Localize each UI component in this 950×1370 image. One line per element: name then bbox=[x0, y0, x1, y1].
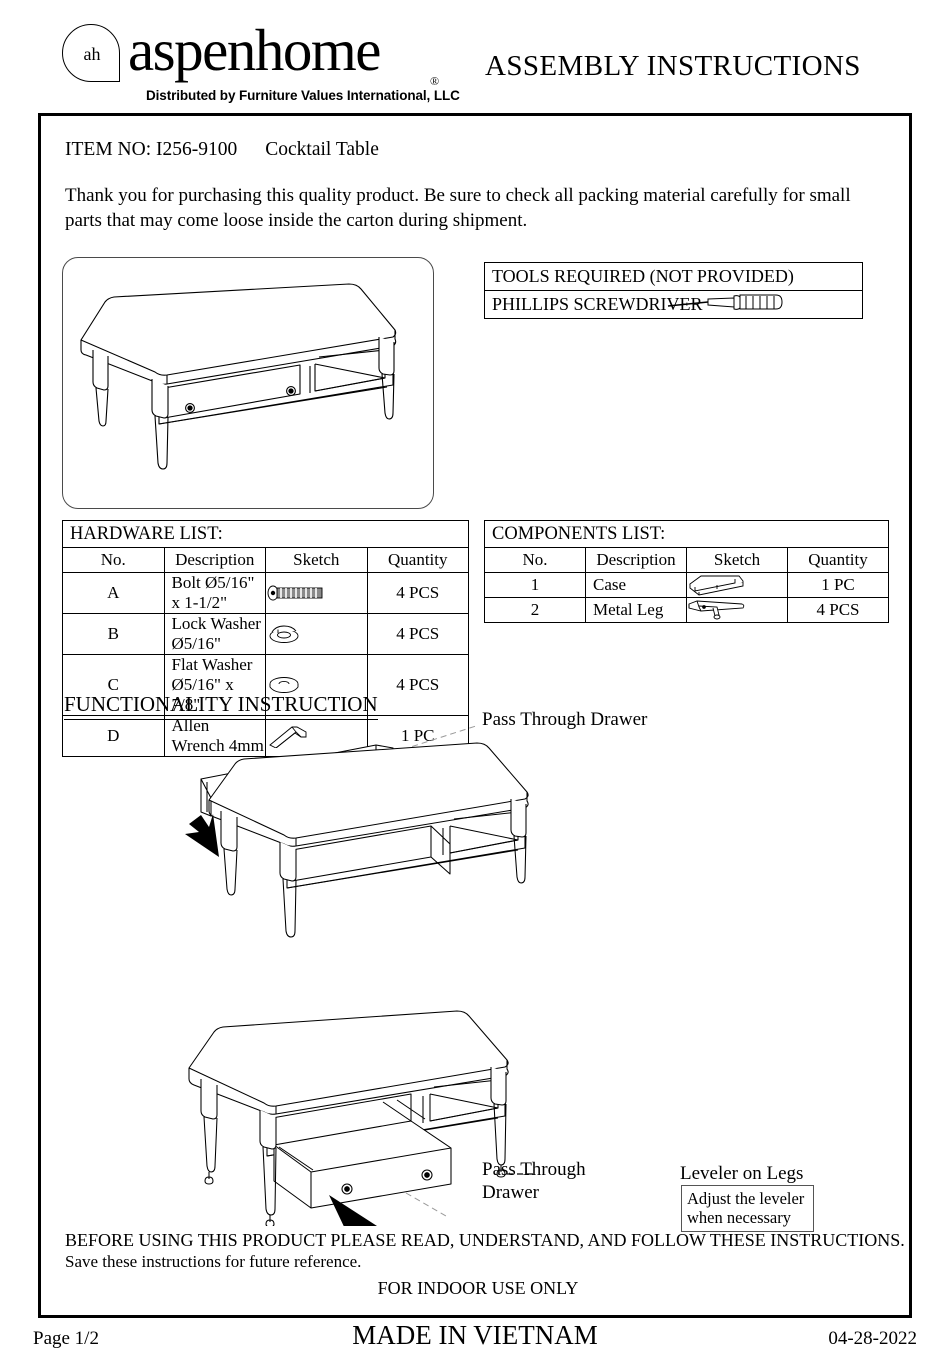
instruction-sheet: ITEM NO: I256-9100 Cocktail Table Thank y… bbox=[38, 113, 912, 1318]
table-header-row: No. Description Sketch Quantity bbox=[62, 547, 469, 573]
case-icon bbox=[689, 575, 744, 596]
col-sketch: Sketch bbox=[686, 547, 788, 573]
logo-mark-label: ah bbox=[83, 44, 101, 64]
allen-wrench-icon bbox=[269, 726, 307, 748]
leveler-note-box: Adjust the leveler when necessary bbox=[681, 1185, 814, 1232]
col-sketch: Sketch bbox=[265, 547, 368, 573]
revision-date: 04-28-2022 bbox=[828, 1328, 917, 1349]
row-description: Allen Wrench 4mm bbox=[163, 715, 266, 757]
screwdriver-icon bbox=[667, 294, 783, 310]
registered-trademark-icon: ® bbox=[430, 74, 440, 88]
table-row: D Allen Wrench 4mm 1 PC bbox=[62, 715, 469, 757]
callout-line-2: Drawer bbox=[482, 1182, 539, 1203]
row-description: Bolt Ø5/16" x 1-1/2" bbox=[163, 572, 266, 614]
table-row: C Flat Washer Ø5/16" x 7/8" 4 PCS bbox=[62, 654, 469, 716]
row-quantity: 4 PCS bbox=[787, 597, 889, 623]
row-sketch bbox=[686, 597, 788, 623]
row-quantity: 4 PCS bbox=[366, 654, 469, 716]
row-no: C bbox=[62, 654, 165, 716]
product-illustration-frame bbox=[62, 257, 434, 509]
item-number: ITEM NO: I256-9100 bbox=[65, 139, 238, 160]
row-no: 2 bbox=[484, 597, 586, 623]
components-list-title: COMPONENTS LIST: bbox=[484, 520, 889, 548]
row-sketch bbox=[265, 654, 368, 716]
components-list-table: COMPONENTS LIST: No. Description Sketch … bbox=[484, 520, 889, 623]
row-quantity: 4 PCS bbox=[366, 613, 469, 655]
hardware-list-title: HARDWARE LIST: bbox=[62, 520, 469, 548]
functionality-heading: FUNCTIONALITY INSTRUCTION bbox=[64, 692, 378, 720]
brand-logo: ah aspenhome ® Distributed by Furniture … bbox=[62, 17, 462, 104]
item-info: ITEM NO: I256-9100 Cocktail Table bbox=[65, 139, 379, 161]
row-quantity: 1 PC bbox=[787, 572, 889, 598]
leveler-note-line-1: Adjust the leveler bbox=[687, 1189, 805, 1208]
bolt-icon bbox=[267, 585, 323, 601]
callout-pass-through-drawer-bottom: Pass Through Drawer bbox=[482, 1158, 586, 1204]
row-no: 1 bbox=[484, 572, 586, 598]
row-description: Flat Washer Ø5/16" x 7/8" bbox=[163, 654, 266, 716]
page-number: Page 1/2 bbox=[33, 1328, 99, 1349]
row-description: Lock Washer Ø5/16" bbox=[163, 613, 266, 655]
table-row: B Lock Washer Ø5/16" 4 PCS bbox=[62, 613, 469, 655]
lock-washer-icon bbox=[269, 625, 299, 643]
row-sketch bbox=[686, 572, 788, 598]
document-title: ASSEMBLY INSTRUCTIONS bbox=[485, 50, 861, 82]
row-no: B bbox=[62, 613, 165, 655]
table-title-row: COMPONENTS LIST: bbox=[484, 520, 889, 548]
flat-washer-icon bbox=[269, 677, 299, 693]
callout-line-1: Pass Through bbox=[482, 1159, 586, 1180]
tools-required-item: PHILLIPS SCREWDRIVER bbox=[485, 291, 862, 318]
tool-label: PHILLIPS SCREWDRIVER bbox=[492, 294, 703, 314]
row-no: D bbox=[62, 715, 165, 757]
row-description: Metal Leg bbox=[585, 597, 687, 623]
hardware-list-table: HARDWARE LIST: No. Description Sketch Qu… bbox=[62, 520, 469, 757]
table-row: 1 Case 1 PC bbox=[484, 572, 889, 598]
leveler-note-line-2: when necessary bbox=[687, 1208, 791, 1227]
brand-tagline: Distributed by Furniture Values Internat… bbox=[146, 88, 460, 103]
table-row: A Bolt Ø5/16" x 1-1/2" 4 PCS bbox=[62, 572, 469, 614]
functionality-diagram-bottom bbox=[188, 1010, 533, 1226]
table-header-row: No. Description Sketch Quantity bbox=[484, 547, 889, 573]
row-no: A bbox=[62, 572, 165, 614]
notice-indoor-use: FOR INDOOR USE ONLY bbox=[377, 1278, 579, 1298]
made-in-label: MADE IN VIETNAM bbox=[352, 1320, 598, 1350]
col-desc: Description bbox=[163, 547, 266, 573]
functionality-diagram-top bbox=[185, 725, 529, 938]
table-title-row: HARDWARE LIST: bbox=[62, 520, 469, 548]
col-no: No. bbox=[484, 547, 586, 573]
row-sketch bbox=[265, 613, 368, 655]
notice-primary: BEFORE USING THIS PRODUCT PLEASE READ, U… bbox=[65, 1230, 905, 1250]
tools-required-title: TOOLS REQUIRED (NOT PROVIDED) bbox=[485, 263, 862, 291]
cocktail-table-illustration bbox=[80, 283, 397, 470]
aspenhome-logo-icon: ah bbox=[62, 24, 120, 82]
col-quantity: Quantity bbox=[366, 547, 469, 573]
notice-secondary: Save these instructions for future refer… bbox=[65, 1252, 362, 1271]
page-header: ah aspenhome ® Distributed by Furniture … bbox=[0, 0, 950, 106]
tools-required-box: TOOLS REQUIRED (NOT PROVIDED) PHILLIPS S… bbox=[484, 262, 863, 319]
row-sketch bbox=[265, 572, 368, 614]
table-row: 2 Metal Leg 4 PCS bbox=[484, 597, 889, 623]
brand-name: aspenhome bbox=[128, 17, 381, 83]
item-name: Cocktail Table bbox=[265, 139, 379, 160]
row-quantity: 4 PCS bbox=[366, 572, 469, 614]
callout-pass-through-drawer-top: Pass Through Drawer bbox=[482, 709, 648, 730]
page-footer: Page 1/2 MADE IN VIETNAM 04-28-2022 bbox=[0, 1320, 950, 1370]
callout-leveler-on-legs: Leveler on Legs bbox=[680, 1163, 804, 1184]
col-quantity: Quantity bbox=[787, 547, 889, 573]
row-description: Case bbox=[585, 572, 687, 598]
col-no: No. bbox=[62, 547, 165, 573]
metal-leg-icon bbox=[688, 600, 745, 620]
col-desc: Description bbox=[585, 547, 687, 573]
intro-paragraph: Thank you for purchasing this quality pr… bbox=[65, 185, 851, 231]
